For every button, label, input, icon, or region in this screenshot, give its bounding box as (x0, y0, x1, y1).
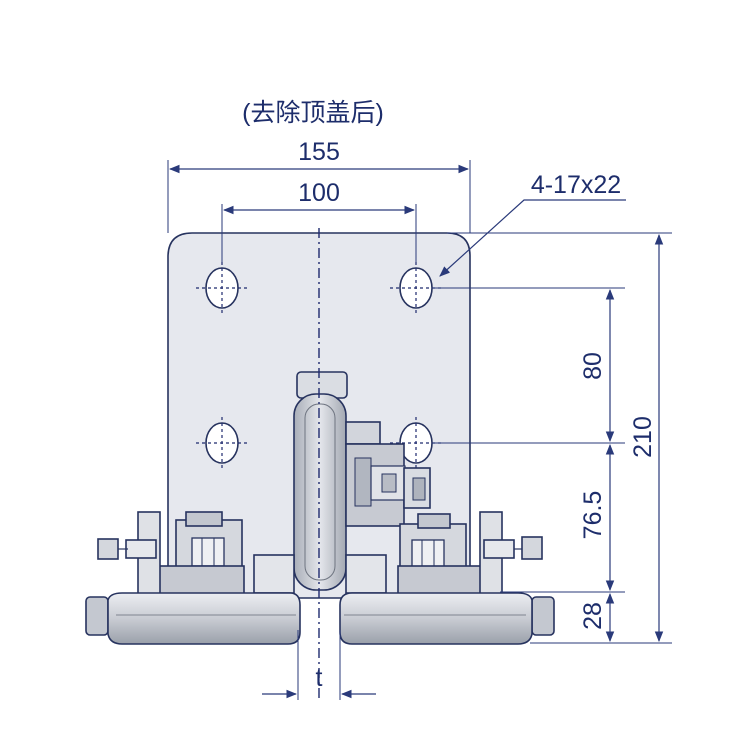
dim-label-80: 80 (579, 352, 607, 380)
right-wheel (339, 592, 533, 645)
dim-label-210: 210 (629, 416, 657, 458)
left-wheel-hub (85, 596, 109, 636)
drawing-title: (去除顶盖后) (242, 99, 384, 127)
base-wheels (85, 592, 555, 645)
roller-bracket (345, 421, 381, 445)
guide-roller (293, 393, 347, 591)
dim-label-76-5: 76.5 (579, 491, 607, 540)
dim-label-155: 155 (298, 138, 340, 166)
extension-lines (167, 160, 672, 700)
left-adjuster-assembly (97, 511, 245, 597)
hole-spec-label: 4-17x22 (531, 171, 621, 199)
dim-label-t: t (316, 664, 323, 692)
right-adjuster-assembly (397, 511, 543, 597)
hole-spec-leader (439, 199, 626, 277)
dim-label-100: 100 (298, 179, 340, 207)
guide-roller-assembly (253, 371, 431, 594)
left-wheel (107, 592, 301, 645)
dim-label-28: 28 (579, 602, 607, 630)
dimension-lines (168, 164, 664, 699)
right-wheel-hub (531, 596, 555, 636)
